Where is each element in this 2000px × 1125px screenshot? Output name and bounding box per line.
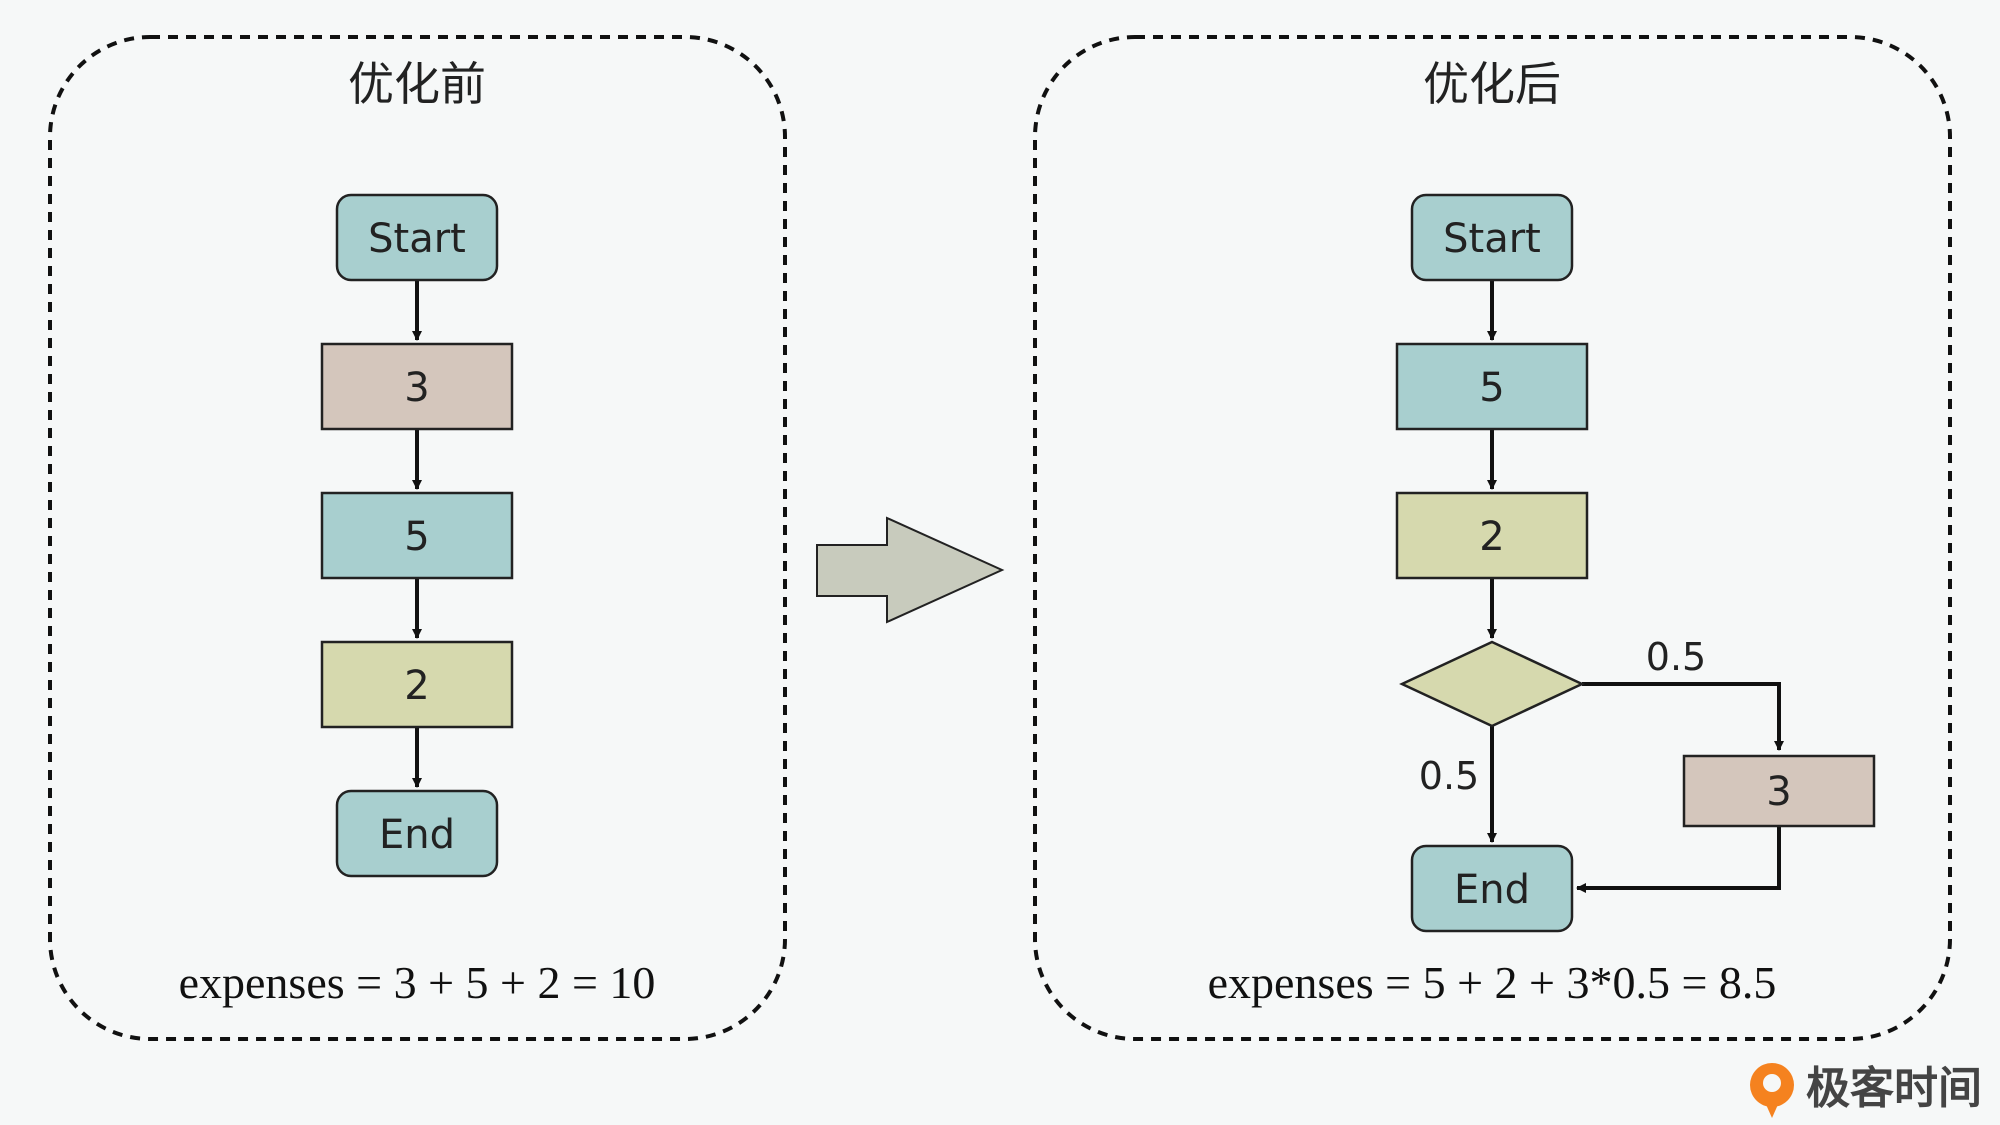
edge-label-end: 0.5 xyxy=(1419,754,1479,798)
node-step-2-label: 2 xyxy=(404,663,429,709)
formula-after: expenses = 5 + 2 + 3*0.5 = 8.5 xyxy=(1208,957,1777,1008)
panel-before: 优化前 Start 3 5 2 End expenses = 3 + 5 + 2… xyxy=(48,35,787,1041)
node-branch-3-label: 3 xyxy=(1766,769,1791,815)
node-end-label: End xyxy=(379,812,455,858)
node-step-5: 5 xyxy=(320,491,514,580)
brand-watermark: 极客时间 xyxy=(1750,1063,1982,1118)
geektime-logo-icon xyxy=(1750,1063,1794,1118)
formula-before: expenses = 3 + 5 + 2 = 10 xyxy=(179,957,656,1008)
panel-after: 优化后 Start 5 2 3 End 0.5 xyxy=(1033,35,1952,1041)
edge-decision-to-3 xyxy=(1582,682,1784,751)
decision-diamond xyxy=(1399,640,1585,728)
panel-before-border xyxy=(48,35,787,1041)
node-step-3-label: 3 xyxy=(404,365,429,411)
node-step-5-label: 5 xyxy=(1479,365,1504,411)
node-step-5-label: 5 xyxy=(404,514,429,560)
node-start: Start xyxy=(1410,193,1574,282)
panel-after-border xyxy=(1033,35,1952,1041)
node-step-2: 2 xyxy=(320,640,514,729)
transition-arrow-icon xyxy=(816,516,1005,624)
node-step-2-label: 2 xyxy=(1479,514,1504,560)
node-step-5: 5 xyxy=(1395,342,1589,431)
node-end-label: End xyxy=(1454,867,1530,913)
brand-name: 极客时间 xyxy=(1806,1063,1982,1114)
node-branch-3: 3 xyxy=(1682,754,1876,828)
node-start-label: Start xyxy=(368,216,466,262)
node-start: Start xyxy=(335,193,499,282)
node-step-2: 2 xyxy=(1395,491,1589,580)
node-end: End xyxy=(335,789,499,878)
node-end: End xyxy=(1410,844,1574,933)
panel-after-title: 优化后 xyxy=(1423,57,1561,111)
node-start-label: Start xyxy=(1443,216,1541,262)
edge-label-branch: 0.5 xyxy=(1646,635,1706,679)
panel-before-title: 优化前 xyxy=(348,57,486,111)
edge-3-to-end xyxy=(1576,826,1781,893)
node-step-3: 3 xyxy=(320,342,514,431)
